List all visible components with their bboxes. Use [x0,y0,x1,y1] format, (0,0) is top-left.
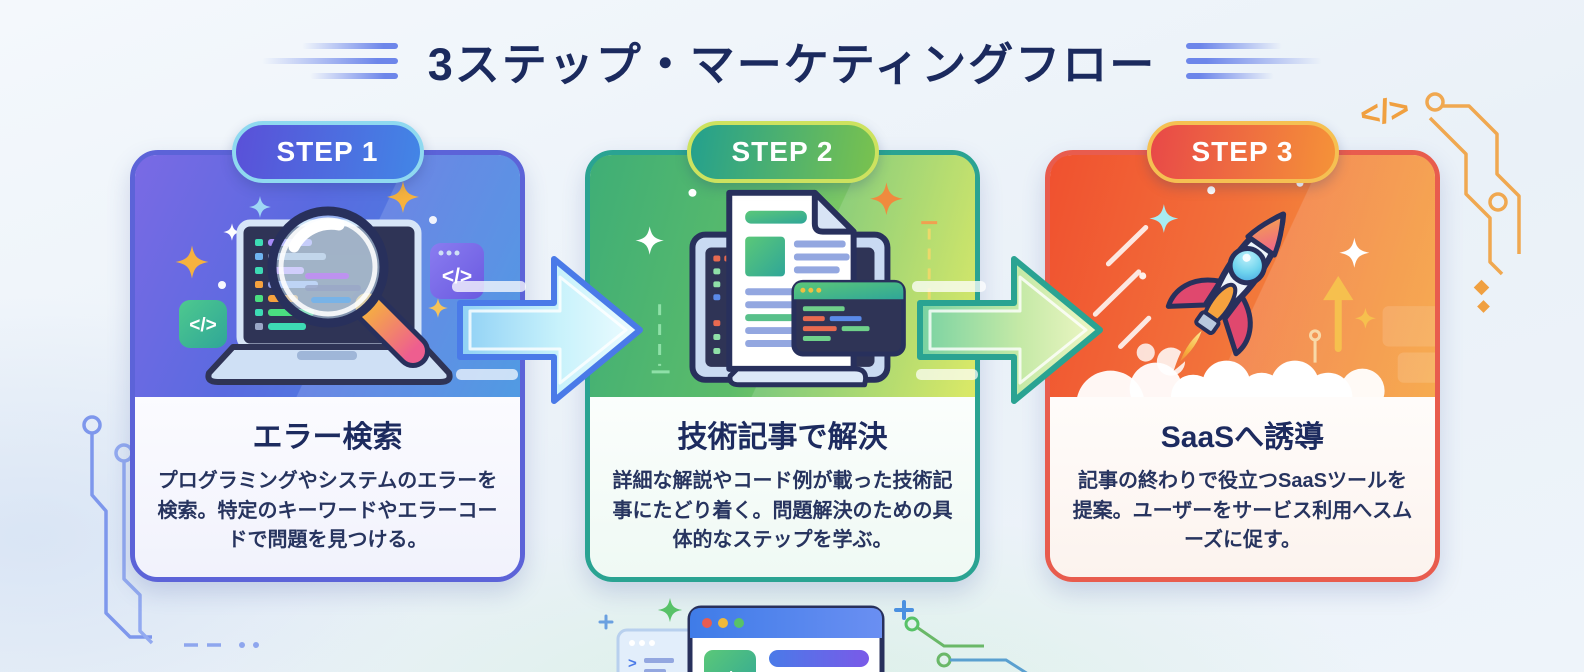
code-panel-icon [791,279,906,357]
step-3-heading: SaaSへ誘導 [1160,421,1325,454]
prompt-glyph: > [628,655,637,672]
laptop-magnifier-icon: </> </> [175,181,484,385]
step-3-badge: STEP 3 [1146,121,1339,183]
circuit-lines-blue-icon [82,415,259,648]
step-3-description: 記事の終わりで役立つSaaSツールを提案。ユーザーをサービス利用へスムーズに促す… [1072,470,1413,552]
code-glyph-orange: </> [1357,89,1412,134]
step-1-badge: STEP 1 [231,121,424,183]
title-speedlines-left [261,42,398,79]
speed-lines [1092,225,1152,350]
code-glyph-browser: </> [718,668,743,672]
small-browser-icon: > [616,628,708,672]
step-3-illustration [1050,155,1435,397]
svg-text:</>: </> [189,315,216,336]
article-code-icon [635,182,938,388]
flow-arrow-1-icon [452,256,643,404]
title-speedlines-right [1186,42,1323,79]
step-1-heading: エラー検索 [252,421,403,454]
code-chip-green: </> [179,300,227,348]
magnifier-icon [267,206,430,368]
step-2-badge: STEP 2 [686,121,879,183]
title-row: 3ステップ・マーケティングフロー [0,28,1584,93]
flow-arrow-2-icon [912,256,1103,404]
cloud-icon [1077,343,1385,397]
circuit-lines-orange-icon: </> [1357,89,1521,313]
browser-windows-illustration: > </> [598,598,1028,672]
step-1-illustration: </> </> [135,155,520,397]
plus-sparkle-icon [894,600,914,620]
step-card-1: STEP 1 [130,121,525,582]
rocket-icon [1077,179,1435,397]
step-card-2: STEP 2 [585,121,980,582]
step-2-illustration [590,155,975,397]
rocket-body [1165,211,1287,371]
step-2-text: 技術記事で解決 詳細な解説やコード例が載った技術記事にたどり着く。問題解決のため… [590,397,975,577]
big-browser-icon: </> [687,605,885,672]
page-title: 3ステップ・マーケティングフロー [427,39,1157,90]
step-1-description: プログラミングやシステムのエラーを検索。特定のキーワードやエラーコードで問題を見… [157,470,498,552]
up-arrow-icon [1323,275,1354,353]
step-2-heading: 技術記事で解決 [677,421,888,454]
step-1-text: エラー検索 プログラミングやシステムのエラーを検索。特定のキーワードやエラーコー… [135,397,520,577]
step-3-text: SaaSへ誘導 記事の終わりで役立つSaaSツールを提案。ユーザーをサービス利用… [1050,397,1435,577]
sparkle-icon [175,245,209,279]
step-2-description: 詳細な解説やコード例が載った技術記事にたどり着く。問題解決のための具体的なステッ… [612,470,953,552]
step-card-3: STEP 3 [1045,121,1440,582]
circuit-lines-green-icon [904,616,1028,672]
laptop-base [205,344,453,385]
